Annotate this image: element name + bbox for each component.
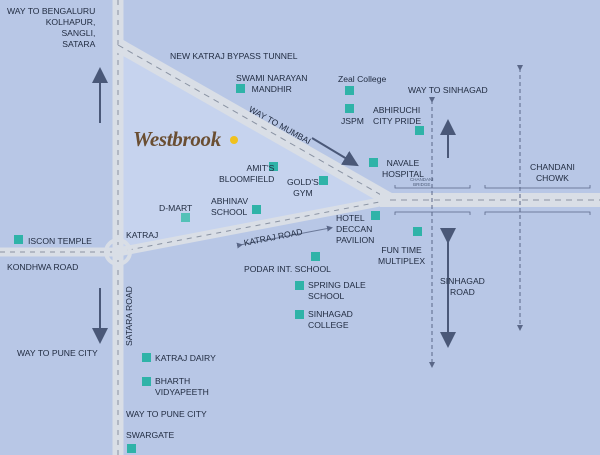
highlight-region [118, 45, 390, 252]
label-abhinav: ABHINAV SCHOOL [211, 196, 249, 217]
label-jspm: JSPM [341, 116, 364, 126]
label-navale: NAVALE HOSPITAL [382, 158, 424, 179]
label-swami-narayan: SWAMI NARAYAN MANDHIR [236, 73, 308, 94]
marker-dmart [181, 213, 190, 222]
label-abhiruchi: ABHIRUCHI CITY PRIDE [373, 105, 422, 126]
marker-bharth [142, 377, 151, 386]
marker-abhiruchi [415, 126, 424, 135]
label-small-bridge: CHANDANI BRIDGE [410, 177, 434, 187]
label-swargate: SWARGATE [126, 430, 175, 440]
marker-spring-dale [295, 281, 304, 290]
label-zeal-college: Zeal College [338, 74, 387, 84]
direction-pune-city-left: WAY TO PUNE CITY [17, 348, 98, 358]
project-location-marker [230, 136, 238, 144]
label-iscon: ISCON TEMPLE [28, 236, 92, 246]
label-chandani-chowk: CHANDANI CHOWK [530, 162, 575, 183]
marker-podar [311, 252, 320, 261]
bypass-road [114, 38, 394, 207]
marker-abhinav [252, 205, 261, 214]
label-satara-road: SATARA ROAD [124, 286, 134, 346]
label-spring-dale: SPRING DALE SCHOOL [308, 280, 366, 301]
marker-navale [369, 158, 378, 167]
label-golds-gym: GOLD'S GYM [287, 177, 319, 198]
marker-zeal-college [345, 86, 354, 95]
direction-pune-city-bottom: WAY TO PUNE CITY [126, 409, 207, 419]
label-dmart: D-MART [159, 203, 193, 213]
marker-iscon [14, 235, 23, 244]
marker-swargate [127, 444, 136, 453]
label-hotel-deccan: HOTEL DECCAN PAVILION [336, 213, 375, 245]
westbrook-logo: Westbrook [133, 127, 221, 151]
marker-katraj-dairy [142, 353, 151, 362]
arrow-katraj-road [236, 225, 333, 249]
label-katraj: KATRAJ [126, 230, 159, 240]
direction-bengaluru: WAY TO BENGALURU KOLHAPUR, SANGLI, SATAR… [7, 6, 96, 49]
label-bharth: BHARTH VIDYAPEETH [155, 376, 209, 397]
marker-amits [269, 162, 278, 171]
label-katraj-dairy: KATRAJ DAIRY [155, 353, 216, 363]
direction-sinhagad: WAY TO SINHAGAD [408, 85, 488, 95]
label-amits: AMIT'S BLOOMFIELD [219, 163, 275, 184]
marker-fun-time [413, 227, 422, 236]
katraj-junction [104, 238, 132, 266]
marker-sinhagad-college [295, 310, 304, 319]
label-fun-time: FUN TIME MULTIPLEX [378, 245, 426, 266]
marker-hotel-deccan [371, 211, 380, 220]
label-bypass-tunnel: NEW KATRAJ BYPASS TUNNEL [170, 51, 298, 61]
marker-golds-gym [319, 176, 328, 185]
label-kondhwa-road: KONDHWA ROAD [7, 262, 79, 272]
arrow-to-mumbai [311, 137, 359, 167]
label-podar: PODAR INT. SCHOOL [244, 264, 331, 274]
marker-jspm [345, 104, 354, 113]
marker-swami-narayan [236, 84, 245, 93]
label-sinhagad-road: SINHAGAD ROAD [440, 276, 485, 297]
label-sinhagad-college: SINHAGAD COLLEGE [308, 309, 353, 330]
